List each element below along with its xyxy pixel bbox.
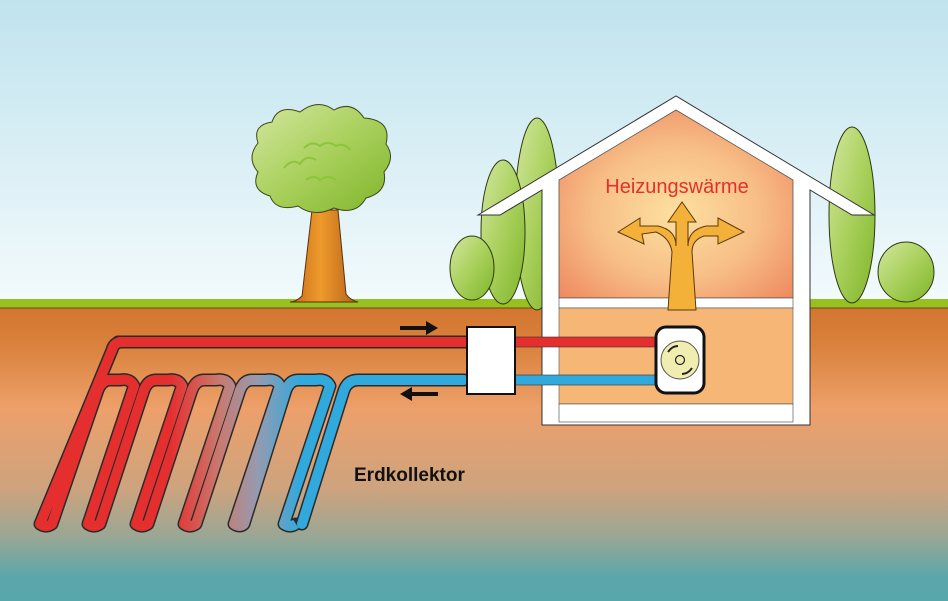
heating-label: Heizungswärme	[605, 176, 748, 198]
ground-collector-pipe-icon	[33, 335, 475, 533]
heat-arrow-icon	[616, 201, 746, 311]
heat-exchanger-box-icon	[466, 326, 516, 395]
heat-pump-unit-icon	[654, 325, 706, 395]
grass-strip	[0, 299, 948, 308]
collector-label: Erdkollektor	[354, 465, 465, 486]
flow-arrow-left-icon	[400, 387, 438, 401]
tree-icon	[251, 104, 391, 303]
flow-arrow-right-icon	[400, 321, 438, 335]
living-space	[558, 109, 794, 299]
